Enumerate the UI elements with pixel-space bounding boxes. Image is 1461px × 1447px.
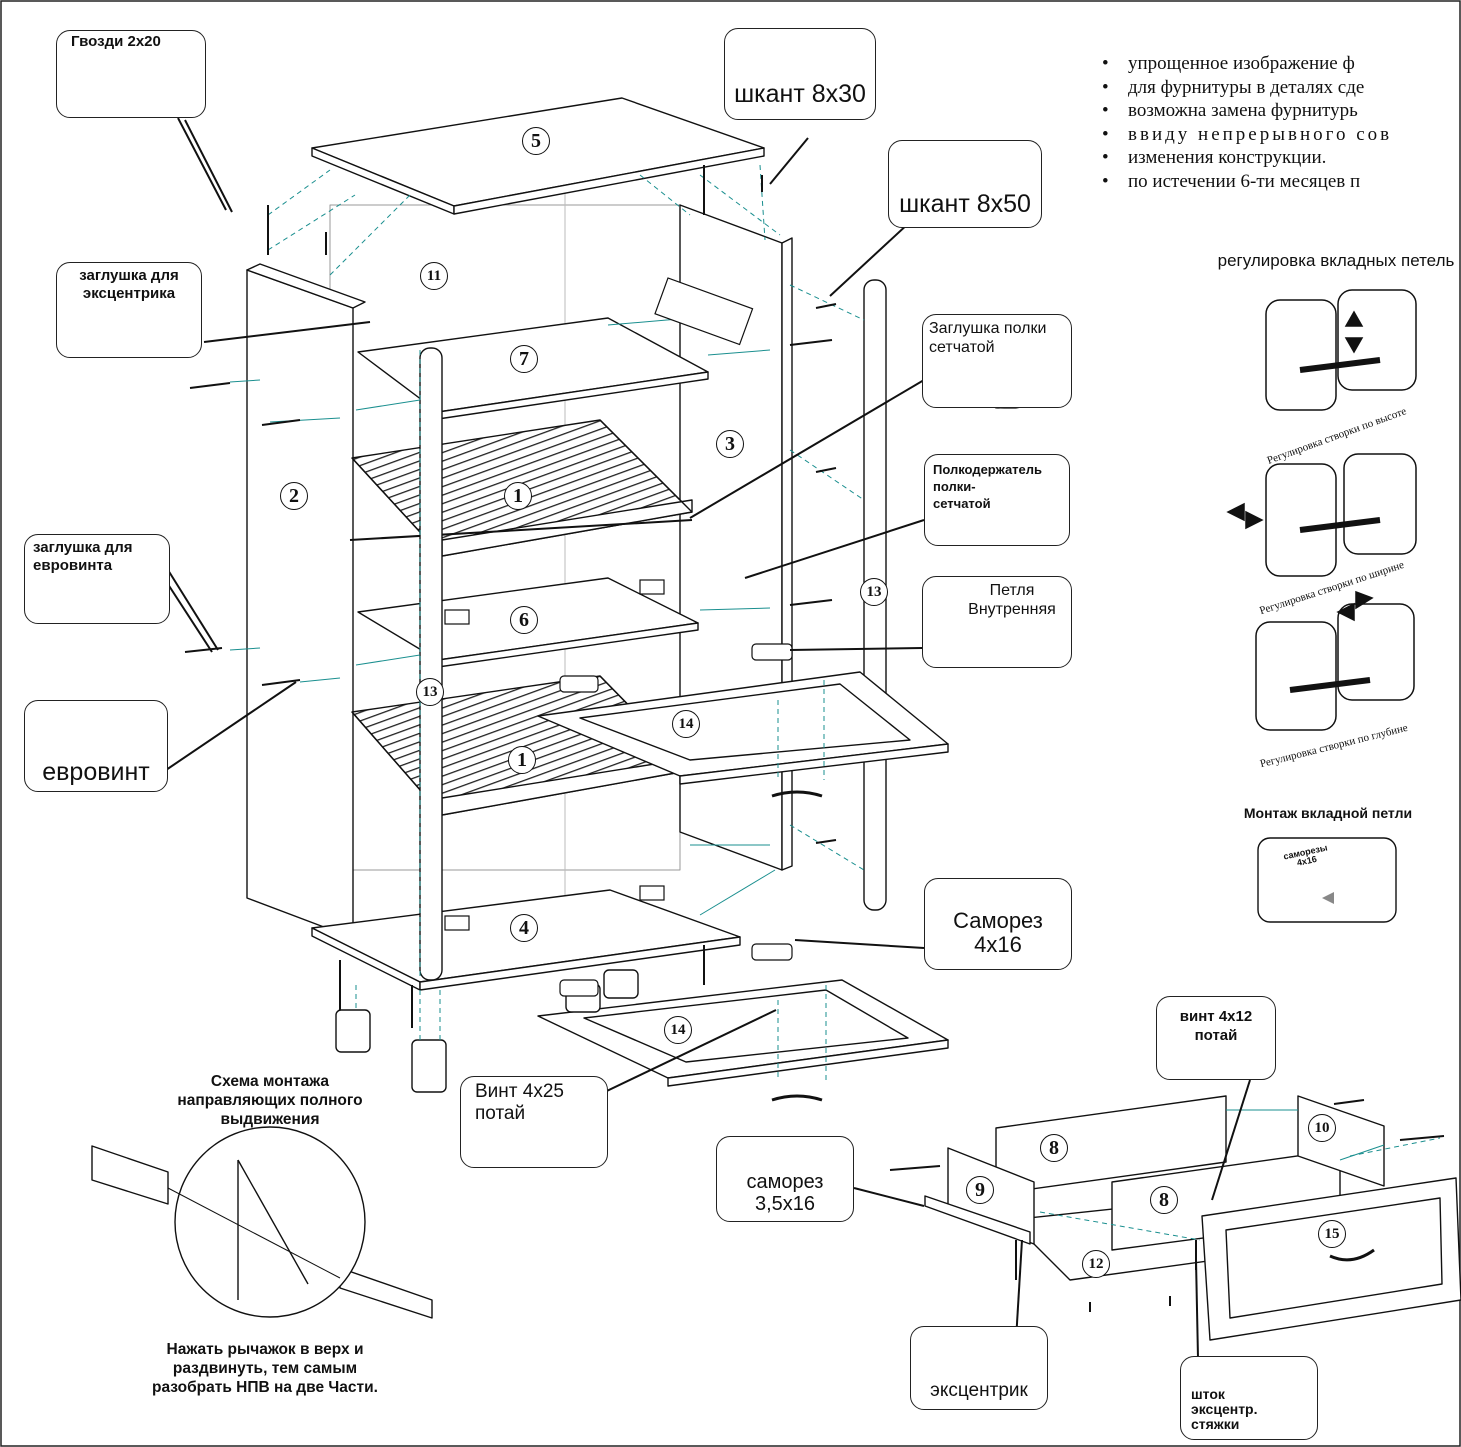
part-number-p1b: 1 — [508, 746, 536, 774]
rail-caption-note: Нажать рычажок в верх и раздвинуть, тем … — [152, 1341, 378, 1396]
leg-left — [335, 1009, 371, 1053]
part-door-upper-inner — [579, 683, 911, 761]
part-bottom-front — [419, 936, 741, 991]
part-number-p9: 9 — [966, 1176, 994, 1204]
leg-mid-b — [603, 969, 639, 999]
part-number-p3: 3 — [716, 430, 744, 458]
note-item: упрощенное изображение ф — [1100, 52, 1461, 76]
callout-eurovint-cap: заглушка для евровинта — [24, 534, 170, 624]
drawer-rail — [924, 1195, 1031, 1245]
part-right-side-edge — [781, 237, 793, 871]
note-item: ввиду непрерывного сов — [1100, 123, 1461, 147]
callout-dowel-30: шкант 8х30 — [724, 28, 876, 120]
callout-screw-35x16-label: саморез 3,5х16 — [746, 1171, 824, 1215]
callout-eccentric: эксцентрик — [910, 1326, 1048, 1410]
callout-mesh-holder-label: Полкодержатель полки-сетчатой — [933, 462, 1043, 511]
callout-eccentric-cap-label: заглушка для эксцентрика — [79, 267, 179, 302]
rail-right — [339, 1267, 433, 1319]
rail-zoom-circle — [174, 1126, 366, 1318]
part-door-upper-edge — [679, 743, 949, 785]
part-drawer-front-inner — [1225, 1197, 1443, 1319]
callout-mesh-holder: Полкодержатель полки-сетчатой — [924, 454, 1070, 546]
hinge-adjust-title: регулировка вкладных петель — [1217, 251, 1455, 270]
callout-mesh-cap-label: Заглушка полки сетчатой — [929, 320, 1047, 356]
note-item: по истечении 6-ти месяцев п — [1100, 170, 1461, 194]
part-number-p7: 7 — [510, 345, 538, 373]
callout-rod: шток эксцентр. стяжки — [1180, 1356, 1318, 1440]
callout-dowel-50-label: шкант 8х50 — [899, 190, 1031, 218]
note-item: возможна замена фурнитурь — [1100, 99, 1461, 123]
hinge-adjust-sketches — [1226, 289, 1417, 731]
part-number-p10: 10 — [1308, 1114, 1336, 1142]
callout-rod-label: шток эксцентр. стяжки — [1191, 1386, 1258, 1432]
part-number-p12: 12 — [1082, 1250, 1110, 1278]
part-number-p13a: 13 — [416, 678, 444, 706]
rail-left — [91, 1145, 169, 1205]
fasteners — [184, 165, 1445, 1312]
part-top-front — [453, 147, 765, 215]
part-number-p1a: 1 — [504, 482, 532, 510]
callout-nails: Гвозди 2х20 — [56, 30, 206, 118]
part-number-p8a: 8 — [1040, 1134, 1068, 1162]
part-door-lower-inner — [583, 989, 909, 1063]
part-number-p15: 15 — [1318, 1220, 1346, 1248]
callout-mesh-cap: Заглушка полки сетчатой — [922, 314, 1072, 408]
callout-eurovint-label: евровинт — [42, 758, 150, 786]
note-item: для фурнитуры в деталях сде — [1100, 76, 1461, 100]
part-left-side — [246, 269, 354, 939]
part-number-p14b: 14 — [664, 1016, 692, 1044]
note-item-continued: изменения конструкции. — [1100, 146, 1461, 170]
leader-lines — [161, 117, 1251, 1359]
callout-eurovint-cap-label: заглушка для евровинта — [33, 539, 133, 574]
guide-lines-solid — [229, 317, 1385, 1161]
callout-dowel-50: шкант 8х50 — [888, 140, 1042, 228]
part-post-front — [419, 347, 443, 981]
callout-screw-4x25-label: Винт 4х25 потай — [475, 1081, 564, 1124]
part-number-p14a: 14 — [672, 710, 700, 738]
callout-screw-4x25: Винт 4х25 потай — [460, 1076, 608, 1168]
callout-nails-label: Гвозди 2х20 — [71, 33, 161, 50]
callout-screw-4x12: винт 4х12 потай — [1156, 996, 1276, 1080]
guide-lines — [267, 164, 1441, 1241]
part-number-p2: 2 — [280, 482, 308, 510]
callout-screw-35x16: саморез 3,5х16 — [716, 1136, 854, 1222]
part-number-p6: 6 — [510, 606, 538, 634]
part-door-lower-edge — [667, 1039, 949, 1087]
part-number-p11: 11 — [420, 262, 448, 290]
notes-list: упрощенное изображение ф для фурнитуры в… — [1100, 52, 1461, 193]
callout-screw-4x16: Саморез 4х16 — [924, 878, 1072, 970]
part-left-side-edge — [246, 263, 366, 309]
hardware — [444, 277, 1375, 1262]
callout-eurovint: евровинт — [24, 700, 168, 792]
hinge-mount-box — [1257, 837, 1397, 923]
callout-screw-4x16-label: Саморез 4х16 — [953, 908, 1043, 957]
hinge-mount-title: Монтаж вкладной петли — [1243, 805, 1413, 821]
callout-eccentric-label: эксцентрик — [930, 1380, 1028, 1401]
part-number-p8b: 8 — [1150, 1186, 1178, 1214]
leg-right — [411, 1039, 447, 1093]
part-number-p4: 4 — [510, 914, 538, 942]
callout-inner-hinge: Петля Внутренняя — [922, 576, 1072, 668]
callout-inner-hinge-label: Петля Внутренняя — [968, 582, 1056, 618]
rail-caption-title: Схема монтажа направляющих полного выдви… — [177, 1073, 363, 1128]
part-drawer-front — [1201, 1177, 1461, 1341]
callout-dowel-30-label: шкант 8х30 — [734, 80, 866, 108]
callout-screw-4x12-label: винт 4х12 потай — [1179, 1008, 1253, 1044]
part-number-p13b: 13 — [860, 578, 888, 606]
part-number-p5: 5 — [522, 127, 550, 155]
callout-eccentric-cap: заглушка для эксцентрика — [56, 262, 202, 358]
